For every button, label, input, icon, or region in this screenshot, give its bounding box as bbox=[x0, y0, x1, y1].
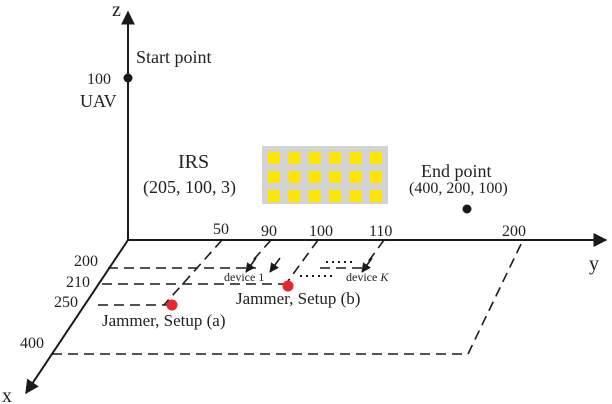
irs-element bbox=[288, 171, 301, 183]
y-tick-100: 100 bbox=[309, 223, 333, 240]
end-point-coords: (400, 200, 100) bbox=[409, 180, 508, 197]
x-tick-400: 400 bbox=[20, 335, 44, 352]
irs-element bbox=[370, 171, 382, 183]
guide-y90 bbox=[247, 239, 272, 267]
irs-element bbox=[349, 171, 362, 183]
y-axis-label: y bbox=[589, 253, 599, 275]
irs-element bbox=[288, 152, 301, 164]
device-1-label: device 1 bbox=[224, 270, 264, 284]
z-axis-label: z bbox=[112, 0, 121, 21]
x-tick-210: 210 bbox=[66, 274, 90, 291]
x-tick-200: 200 bbox=[74, 253, 98, 270]
end-point-marker bbox=[462, 204, 472, 214]
irs-element bbox=[349, 152, 362, 164]
irs-element bbox=[268, 152, 280, 164]
irs-element bbox=[329, 190, 342, 202]
device-2-arrow bbox=[269, 257, 281, 273]
y-tick-90: 90 bbox=[261, 223, 277, 240]
z-tick-100: 100 bbox=[87, 71, 111, 88]
device-1-arrow bbox=[245, 257, 257, 273]
start-point-marker bbox=[123, 73, 133, 83]
jammer-a-marker bbox=[166, 299, 178, 311]
irs-element bbox=[308, 171, 321, 183]
irs-element bbox=[268, 171, 280, 183]
irs-coords: (205, 100, 3) bbox=[143, 177, 236, 198]
irs-title: IRS bbox=[178, 151, 209, 173]
guide-y50 bbox=[163, 239, 223, 306]
irs-element bbox=[370, 190, 382, 202]
guide-y100 bbox=[287, 239, 319, 282]
start-point-label: Start point bbox=[136, 47, 212, 67]
jammer-a-label: Jammer, Setup (a) bbox=[102, 311, 225, 330]
irs-element bbox=[308, 190, 321, 202]
irs-element bbox=[370, 152, 382, 164]
y-tick-110: 110 bbox=[369, 223, 392, 240]
irs-panel bbox=[262, 146, 388, 204]
jammer-b-label: Jammer, Setup (b) bbox=[236, 289, 360, 308]
irs-element bbox=[329, 171, 342, 183]
irs-element bbox=[308, 152, 321, 164]
uav-label: UAV bbox=[80, 91, 117, 111]
end-point-label: End point bbox=[421, 161, 492, 181]
y-tick-200: 200 bbox=[502, 223, 526, 240]
guide-y110 bbox=[367, 239, 385, 263]
x-axis-label: x bbox=[2, 385, 12, 404]
irs-element bbox=[349, 190, 362, 202]
device-k-label: device K bbox=[346, 270, 389, 284]
jammer-b-marker bbox=[282, 280, 294, 292]
irs-element bbox=[268, 190, 280, 202]
device-k-arrow bbox=[361, 257, 373, 273]
x-axis bbox=[25, 239, 129, 395]
area-boundary bbox=[52, 239, 524, 355]
irs-element bbox=[329, 152, 342, 164]
y-tick-50: 50 bbox=[213, 221, 229, 238]
irs-element bbox=[288, 190, 301, 202]
x-tick-250: 250 bbox=[54, 294, 78, 311]
irs-panel-background bbox=[262, 146, 388, 204]
